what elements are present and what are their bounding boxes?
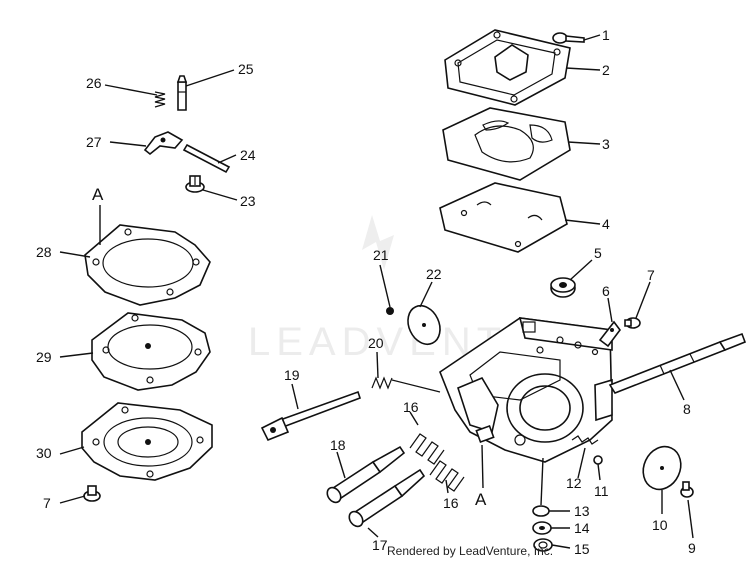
- part-7-screw-lower: [83, 485, 101, 502]
- callout-20: 20: [368, 335, 384, 351]
- callout-4: 4: [602, 216, 610, 232]
- part-17-mixture-needle: [348, 468, 426, 528]
- callout-24: 24: [240, 147, 256, 163]
- credit-text: Rendered by LeadVenture, Inc.: [387, 544, 553, 558]
- part-8-throttle-shaft: [608, 332, 747, 394]
- callout-1: 1: [602, 27, 610, 43]
- part-26-spring: [154, 91, 166, 108]
- callout-12: 12: [566, 475, 582, 491]
- reference-letter-a-right: A: [475, 490, 487, 509]
- part-15-nut: [533, 538, 553, 552]
- part-16-spring-lower: [429, 460, 465, 492]
- part-25-needle: [176, 75, 188, 111]
- carburetor-body: [439, 317, 613, 463]
- callout-14: 14: [574, 520, 590, 536]
- callout-30: 30: [36, 445, 52, 461]
- part-13-ring: [532, 505, 550, 517]
- part-23-screw: [185, 175, 205, 193]
- reference-letter-a-left: A: [92, 185, 104, 204]
- callout-21: 21: [373, 247, 389, 263]
- part-14-washer: [532, 521, 552, 535]
- callout-25: 25: [238, 61, 254, 77]
- part-22-choke-plate: [407, 304, 441, 346]
- part-7-screw-upper: [624, 317, 641, 329]
- part-28-gasket: [84, 224, 211, 306]
- part-6-bracket: [598, 320, 621, 348]
- callout-16-upper: 16: [403, 399, 419, 415]
- part-21-screw: [386, 307, 394, 315]
- callout-7-lower: 7: [43, 495, 51, 511]
- part-12-spring: [571, 435, 599, 445]
- callout-26: 26: [86, 75, 102, 91]
- callout-16-lower: 16: [443, 495, 459, 511]
- callout-13: 13: [574, 503, 590, 519]
- callout-15: 15: [574, 541, 590, 557]
- leader-lines: [59, 34, 694, 549]
- part-18-mixture-needle: [326, 445, 406, 504]
- callout-23: 23: [240, 193, 256, 209]
- callout-8: 8: [683, 401, 691, 417]
- part-2-cover: [444, 29, 571, 106]
- part-3-gasket: [442, 107, 571, 181]
- callout-18: 18: [330, 437, 346, 453]
- part-16-spring-upper: [409, 433, 445, 465]
- callout-27: 27: [86, 134, 102, 150]
- callout-9: 9: [688, 540, 696, 556]
- part-9-screw: [680, 481, 694, 498]
- callout-10: 10: [652, 517, 668, 533]
- part-30-pump-cover: [81, 402, 213, 481]
- part-5-bushing: [550, 277, 576, 298]
- callout-3: 3: [602, 136, 610, 152]
- part-20-spring: [371, 376, 441, 393]
- part-24-pin: [182, 143, 231, 174]
- callout-17: 17: [372, 537, 388, 553]
- callout-5: 5: [594, 245, 602, 261]
- part-19-choke-shaft: [260, 390, 362, 442]
- callout-22: 22: [426, 266, 442, 282]
- callout-29: 29: [36, 349, 52, 365]
- callout-6: 6: [602, 283, 610, 299]
- callout-19: 19: [284, 367, 300, 383]
- part-4-diaphragm: [439, 182, 568, 253]
- part-27-lever: [143, 131, 184, 156]
- part-10-throttle-plate: [642, 445, 682, 491]
- callout-11: 11: [594, 483, 609, 499]
- part-11-check-ball: [593, 455, 603, 465]
- callout-7-upper: 7: [647, 267, 655, 283]
- callout-2: 2: [602, 62, 610, 78]
- callout-28: 28: [36, 244, 52, 260]
- callout-labels: 1 2 3 4 5 6 7 8 9 10 11 12 13 14 15 16 1…: [36, 27, 696, 557]
- part-1-screw: [552, 32, 585, 44]
- part-29-diaphragm: [91, 312, 211, 391]
